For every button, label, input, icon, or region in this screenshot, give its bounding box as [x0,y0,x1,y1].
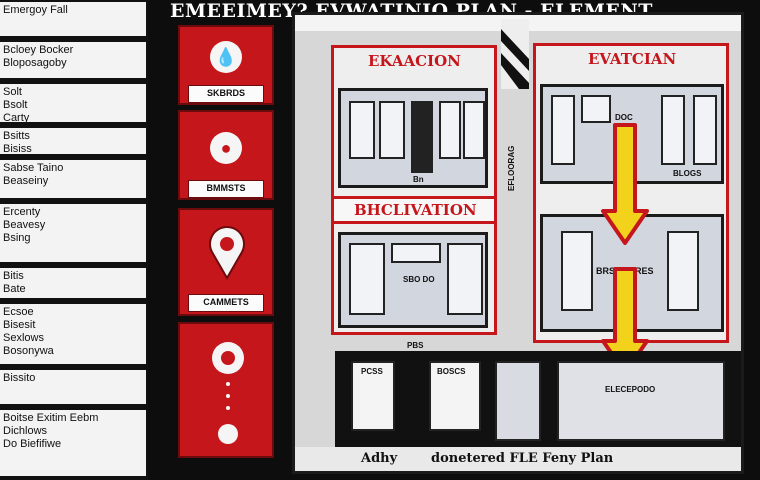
sidebar-item-label: Ecsoe [3,306,34,318]
floor-plan: EKAACION Bn BHCLIVATION SBO DO EVATCIAN … [292,12,744,474]
sidebar-item-label: Carty [3,112,30,124]
corridor-label: EFLOORAG [507,145,516,191]
room-right-title: EVATCIAN [588,50,677,68]
desk-block-top-left: Bn [338,88,488,188]
hazard-card-4[interactable] [178,322,274,458]
sidebar-item-label: Bsing [3,232,31,244]
fire-drop-icon: ● [210,132,242,164]
room-box-2: BOSCS [429,361,481,431]
sidebar-item-label: Sabse Taino [3,162,64,174]
hazard-card-label: SKBRDS [188,85,264,103]
location-pin-icon [209,226,245,280]
sidebar-item-label: Dichlows [3,425,48,437]
room-left-title: EKAACION [368,52,461,70]
hazard-card-label: BMMSTS [188,180,264,198]
sidebar-item-label: Bate [3,283,26,295]
hazard-card-3[interactable]: CAMMETS [178,208,274,316]
sidebar-item-label: Bissito [3,372,36,384]
sidebar-item-label: Bisesit [3,319,36,331]
sidebar-item-label: Beavesy [3,219,46,231]
sidebar-item-label: Bsolt [3,99,28,111]
lower-corridor: PCSS BOSCS ELECEPODO [335,351,741,453]
sidebar-item-label: Bcloey Bocker [3,44,74,56]
hazard-card-label: CAMMETS [188,294,264,312]
stairwell-stripe [501,19,529,89]
room-box-1: PCSS [351,361,395,431]
room-left: EKAACION Bn BHCLIVATION SBO DO [331,45,497,335]
sidebar-item-label: Sexlows [3,332,44,344]
sidebar-item-label: Boitse Exitim Eebm [3,412,99,424]
hazard-card-1[interactable]: 💧 SKBRDS [178,25,274,105]
hazard-icon-column: 💧 SKBRDS ● BMMSTS CAMMETS [170,20,280,470]
sidebar-item-label: Bosonywa [3,345,54,357]
sidebar-item-label: Beaseiny [3,175,49,187]
bottom-caption-right: donetered FLE Feny Plan [431,451,614,466]
room-box-4: ELECEPODO [557,361,725,441]
hazard-card-2[interactable]: ● BMMSTS [178,110,274,200]
sidebar-item-label: Bisiss [3,143,32,155]
sidebar-item-label: Bloposagoby [3,57,67,69]
sidebar-item-label: Ercenty [3,206,41,218]
fire-drop-icon: 💧 [210,41,242,73]
evacuation-route-arrows [601,123,649,375]
desk-block-bottom-left: SBO DO [338,232,488,328]
assembly-point-icon [212,342,244,444]
exit-label: PBS [407,341,424,350]
evacuation-banner: BHCLIVATION [331,196,497,224]
sidebar-item[interactable]: Emergoy Fall [0,2,146,38]
room-box-3 [495,361,541,441]
sidebar-item-label: Bsitts [3,130,30,142]
sidebar-item-label: Emergoy Fall [3,4,68,16]
sidebar-item-label: Bitis [3,270,24,282]
sidebar-item-label: Do Biefifiwe [3,438,62,450]
bottom-caption-left: Adhy [361,451,398,466]
sidebar-item-label: Solt [3,86,22,98]
sidebar-item[interactable]: Bissito [0,370,146,406]
